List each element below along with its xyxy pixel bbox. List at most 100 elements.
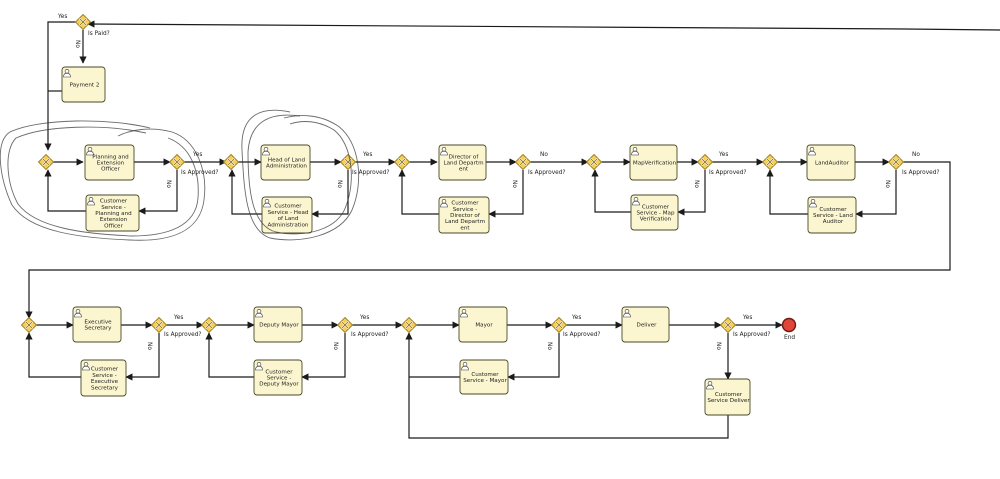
x-mark-icon <box>590 158 598 166</box>
x-mark-icon <box>173 158 181 166</box>
task-box[interactable] <box>253 359 303 396</box>
task-box[interactable] <box>807 196 857 234</box>
gateway-merge-4[interactable] <box>585 153 603 171</box>
scribble-loop-1b <box>7 126 199 237</box>
task-box[interactable] <box>80 359 127 397</box>
user-task-icon <box>809 199 817 208</box>
flow-no-cs-exec <box>125 333 160 381</box>
gateway-merge-5[interactable] <box>761 153 779 171</box>
label-yes-6: Yes <box>173 315 183 321</box>
label-is-approved-1: Is Approved? <box>181 170 218 176</box>
flow-cs-deliver-back <box>405 332 729 439</box>
task-box[interactable] <box>84 144 135 181</box>
user-task-icon <box>460 309 468 318</box>
x-mark-icon <box>398 158 406 166</box>
task-box[interactable] <box>438 144 487 181</box>
task-box[interactable] <box>459 359 509 395</box>
gateway-merge-3[interactable] <box>393 153 411 171</box>
task-box[interactable] <box>629 144 678 181</box>
gateway-approval-8[interactable] <box>550 316 568 334</box>
label-no-3: No <box>540 152 548 158</box>
task-box[interactable] <box>261 196 313 234</box>
task-deliver[interactable]: Deliver <box>621 306 670 343</box>
task-box[interactable] <box>621 306 670 343</box>
gateway-approval-5[interactable] <box>887 153 905 171</box>
x-mark-icon <box>701 158 709 166</box>
label-no-8: No <box>546 342 552 350</box>
x-mark-icon <box>766 158 774 166</box>
flow-return-to-is-paid <box>87 20 1000 31</box>
task-box[interactable] <box>253 306 303 343</box>
task-box[interactable] <box>630 194 679 231</box>
task-box[interactable] <box>260 144 311 181</box>
gateway-merge-7[interactable] <box>200 316 218 334</box>
task-box[interactable] <box>458 306 508 343</box>
label-no-7: No <box>332 342 338 350</box>
task-box[interactable] <box>704 378 751 416</box>
gateway-approval-7[interactable] <box>336 316 354 334</box>
gateway-is-paid[interactable] <box>74 13 92 31</box>
task-box[interactable] <box>72 306 122 343</box>
end-event[interactable]: End <box>781 317 797 342</box>
flow-no-cs-director <box>488 170 524 218</box>
x-mark-icon <box>555 321 563 329</box>
task-box[interactable] <box>85 194 140 232</box>
user-task-icon <box>63 68 71 78</box>
gateway-merge-6[interactable] <box>20 316 38 334</box>
flow-no-cs-deputy <box>301 333 346 381</box>
task-map-verification[interactable]: MapVerification <box>629 144 678 181</box>
task-mayor[interactable]: Mayor <box>458 306 508 343</box>
end-event-circle[interactable] <box>781 317 797 333</box>
end-event-label: End <box>784 335 795 341</box>
gateway-approval-1[interactable] <box>168 153 186 171</box>
gateway-approval-2[interactable] <box>339 153 357 171</box>
gateway-merge-2[interactable] <box>222 153 240 171</box>
gateway-approval-3[interactable] <box>514 153 532 171</box>
label-is-approved-6: Is Approved? <box>164 332 201 338</box>
label-is-approved-2: Is Approved? <box>352 170 389 176</box>
flow-cs-exec-back <box>25 332 81 378</box>
scribble-loop-2 <box>241 109 360 241</box>
sequence-flows <box>25 20 1000 439</box>
flow-cs-planning-back <box>44 169 86 212</box>
flow-row-connector <box>25 161 951 319</box>
user-task-icon <box>87 197 95 206</box>
task-box[interactable] <box>438 196 490 234</box>
gateway-approval-4[interactable] <box>696 153 714 171</box>
label-yes-4: Yes <box>718 152 728 158</box>
task-land-auditor[interactable]: LandAuditor <box>806 144 856 181</box>
task-payment2[interactable]: Payment 2 <box>61 66 106 103</box>
task-deputy-mayor[interactable]: Deputy Mayor <box>253 306 303 343</box>
x-mark-icon <box>42 158 50 166</box>
gateway-merge-8[interactable] <box>400 316 418 334</box>
gateway-merge-1[interactable] <box>37 153 55 171</box>
label-no-6: No <box>146 342 152 350</box>
hand-drawn-annotations <box>0 109 360 241</box>
task-box[interactable] <box>61 66 106 103</box>
gateway-approval-9[interactable] <box>719 316 737 334</box>
flow-cs-head-land-back <box>228 169 262 215</box>
flow-no-cs-mayor <box>507 333 560 381</box>
task-label: LandAuditor <box>815 161 850 167</box>
task-label: Payment 2 <box>70 83 100 89</box>
label-is-approved-9: Is Approved? <box>733 332 770 338</box>
gateway-approval-6[interactable] <box>150 316 168 334</box>
task-box[interactable] <box>806 144 856 181</box>
user-task-icon <box>74 309 82 318</box>
